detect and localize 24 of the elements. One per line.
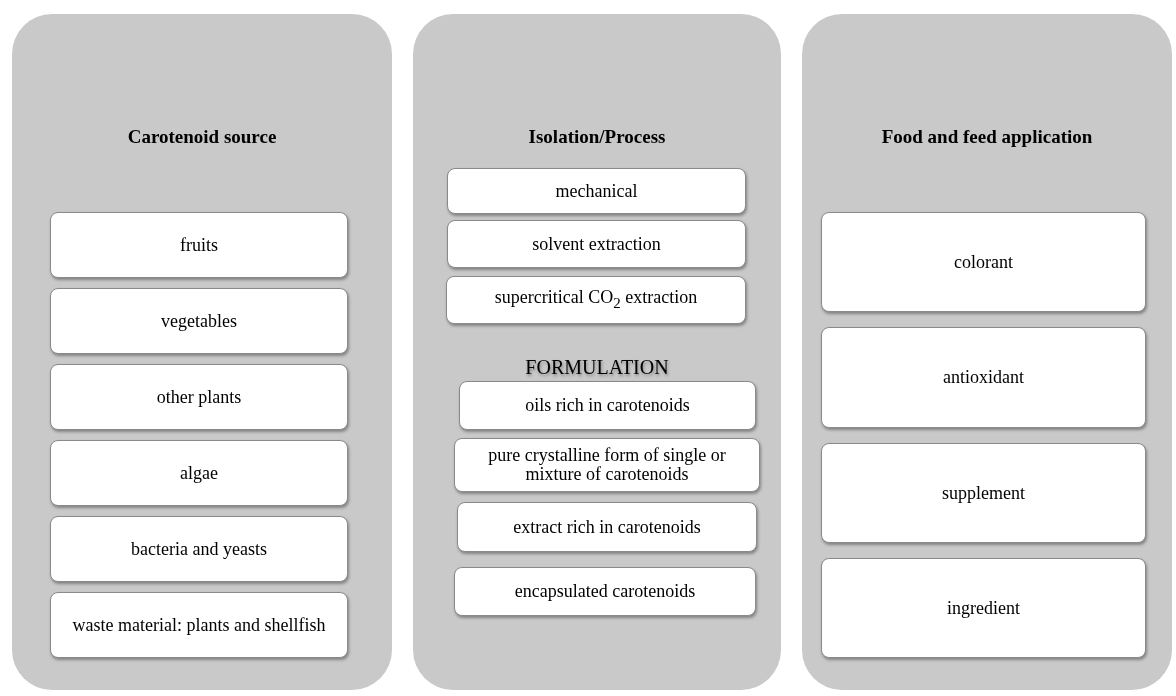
column-heading: Isolation/Process	[527, 126, 667, 148]
item-box: encapsulated carotenoids	[454, 567, 756, 616]
item-box: bacteria and yeasts	[50, 516, 348, 582]
item-box: ingredient	[821, 558, 1146, 658]
item-box: fruits	[50, 212, 348, 278]
item-box: oils rich in carotenoids	[459, 381, 756, 430]
column-panel	[802, 14, 1172, 690]
column-panel	[12, 14, 392, 690]
item-box: pure crystalline form of single or mixture of carotenoids	[454, 438, 760, 492]
item-box: solvent extraction	[447, 220, 746, 268]
column-heading: Food and feed application	[880, 126, 1094, 148]
item-box: supercritical CO$_{2}$ extraction	[446, 276, 746, 324]
item-box: extract rich in carotenoids	[457, 502, 757, 552]
item-box: colorant	[821, 212, 1146, 312]
column-heading: Carotenoid source	[126, 126, 278, 148]
section-heading: FORMULATION	[524, 356, 670, 379]
item-box: mechanical	[447, 168, 746, 214]
item-box: other plants	[50, 364, 348, 430]
item-box: supplement	[821, 443, 1146, 543]
item-box: waste material: plants and shellfish	[50, 592, 348, 658]
column-panel	[413, 14, 781, 690]
item-box: antioxidant	[821, 327, 1146, 428]
item-box: algae	[50, 440, 348, 506]
item-box: vegetables	[50, 288, 348, 354]
